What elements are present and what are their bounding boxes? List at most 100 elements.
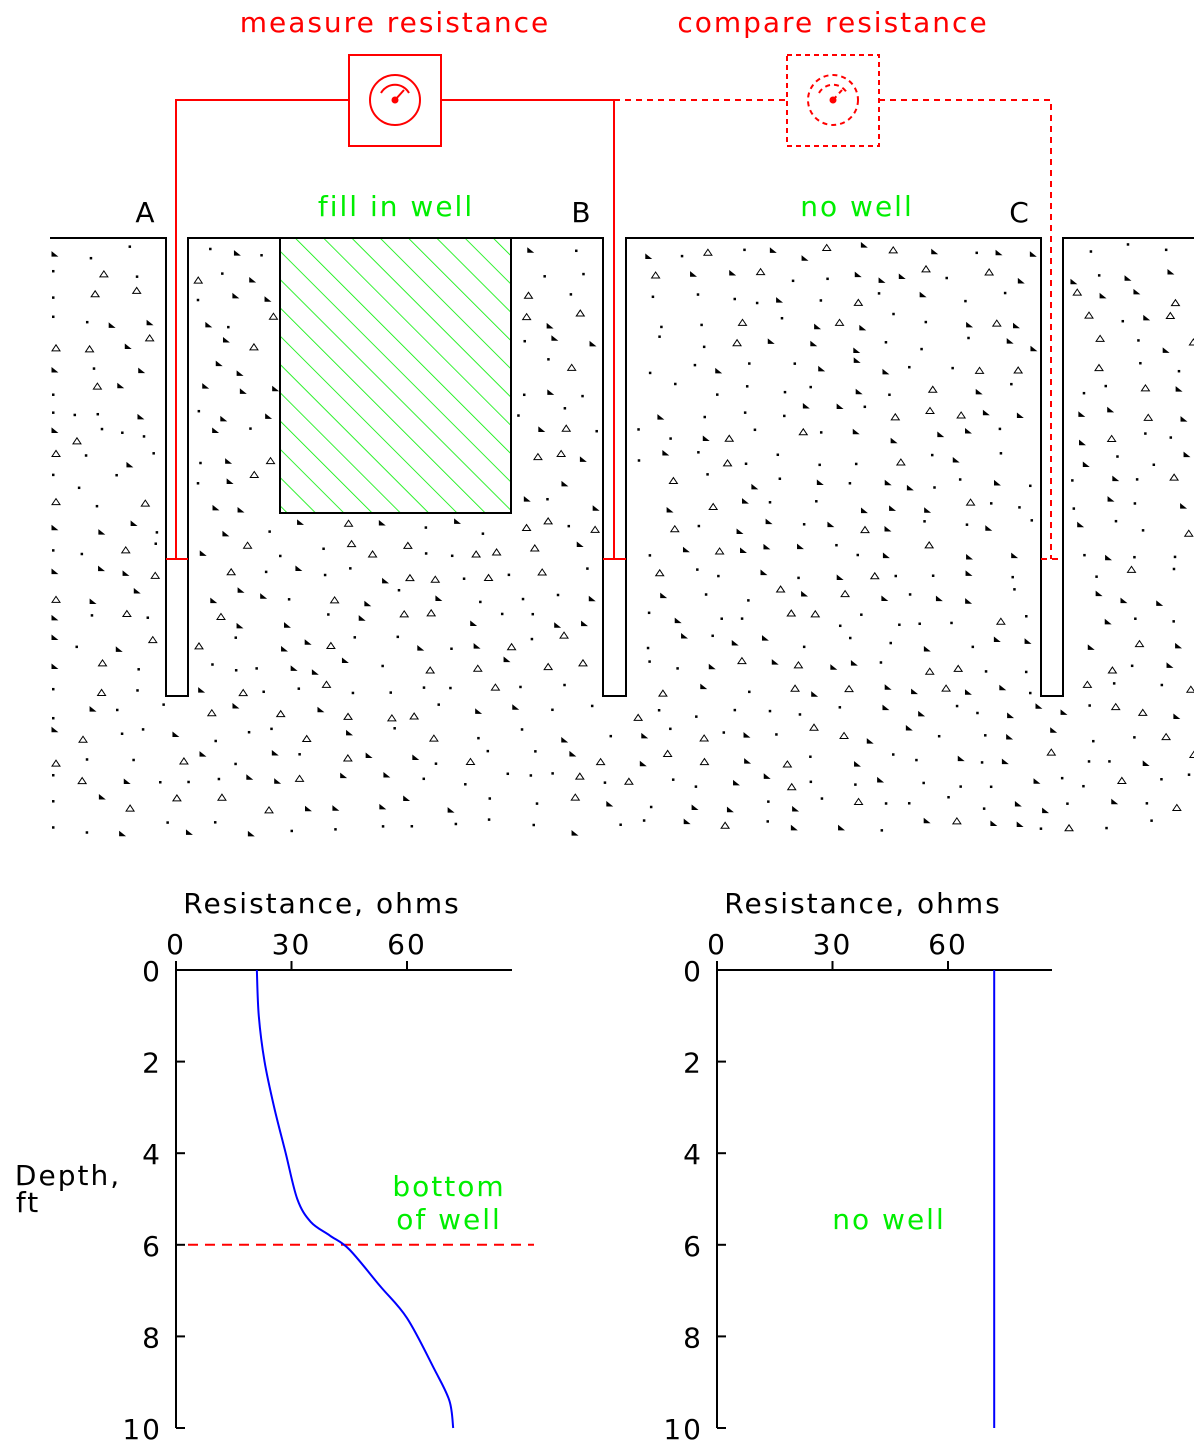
soil-grain <box>767 338 775 344</box>
soil-grain <box>1188 750 1194 758</box>
soil-grain <box>233 250 241 256</box>
soil-grain <box>96 688 107 696</box>
soil-grain <box>931 574 935 577</box>
soil-grain <box>854 462 858 466</box>
soil-grain <box>755 301 759 305</box>
soil-grain <box>780 316 784 320</box>
soil-grain <box>984 734 987 737</box>
soil-grain <box>78 735 88 743</box>
soil-grain <box>1173 555 1177 559</box>
soil-grain <box>85 320 89 324</box>
soil-grain <box>1064 823 1074 832</box>
x-tick-label: 30 <box>272 928 312 961</box>
soil-grain <box>690 271 697 277</box>
soil-grain <box>657 689 668 697</box>
soil-grain <box>272 385 280 392</box>
soil-grain <box>1095 590 1103 597</box>
soil-grain <box>581 620 588 627</box>
soil-grain <box>775 733 778 736</box>
soil-grain <box>279 554 282 558</box>
soil-grain <box>90 614 94 617</box>
soil-grain <box>1107 406 1115 413</box>
soil-grain <box>890 412 901 421</box>
soil-grain <box>786 782 797 791</box>
soil-grain <box>321 680 332 688</box>
soil-grain <box>422 777 426 781</box>
soil-grain <box>999 452 1003 455</box>
x-tick-label: 60 <box>387 928 427 961</box>
soil-grain <box>791 279 795 283</box>
soil-grain <box>965 598 973 604</box>
soil-grain <box>144 333 155 342</box>
soil-grain <box>1143 314 1151 321</box>
soil-grain <box>767 800 770 803</box>
soil-grain <box>736 656 747 665</box>
soil-grain <box>783 414 786 418</box>
soil-grain <box>472 664 483 672</box>
soil-grain <box>534 750 537 753</box>
soil-grain <box>1007 712 1015 719</box>
soil-grain <box>854 761 861 767</box>
well-b-label: B <box>571 196 592 229</box>
soil-grain <box>147 635 158 644</box>
soil-grain <box>249 470 260 479</box>
soil-grain <box>658 335 661 338</box>
soil-grain <box>1177 369 1181 373</box>
soil-grain <box>225 458 233 464</box>
soil-grain <box>768 709 772 713</box>
soil-grain <box>237 506 245 513</box>
soil-grain <box>839 731 849 740</box>
soil-grain <box>146 616 150 619</box>
soil-grain <box>860 613 863 616</box>
soil-grain <box>747 599 750 602</box>
soil-grain <box>152 452 155 455</box>
soil-grain <box>98 269 109 278</box>
soil-grain <box>397 588 401 592</box>
soil-grain <box>984 670 988 673</box>
soil-grain <box>700 683 708 690</box>
soil-grain <box>449 686 452 690</box>
soil-grain <box>132 758 135 762</box>
soil-grain <box>809 780 813 784</box>
soil-grain <box>137 413 145 420</box>
soil-grain <box>120 732 124 735</box>
soil-grain <box>124 343 132 350</box>
soil-grain <box>660 325 663 329</box>
soil-grain <box>860 507 868 514</box>
soil-grain <box>522 393 526 397</box>
soil-grain <box>1017 277 1025 284</box>
soil-grain <box>247 830 255 837</box>
soil-grain <box>424 552 428 555</box>
soil-grain <box>294 774 305 782</box>
soil-grain <box>1079 439 1086 446</box>
ohmmeter-icon <box>369 74 421 126</box>
soil-grain <box>708 663 716 670</box>
soil-grain <box>860 525 870 534</box>
soil-grain <box>90 289 101 298</box>
soil-grain <box>694 785 698 788</box>
soil-grain <box>836 403 844 410</box>
soil-grain <box>892 753 895 756</box>
soil-grain <box>1166 662 1174 668</box>
soil-grain <box>798 713 802 716</box>
soil-grain <box>958 478 962 481</box>
soil-grain <box>877 292 881 295</box>
bottom-of-well-label-line2: of well <box>396 1203 502 1236</box>
soil-grain <box>483 573 494 582</box>
soil-grain <box>810 340 818 347</box>
soil-grain <box>743 732 751 738</box>
soil-grain <box>889 641 892 645</box>
soil-grain <box>768 501 772 504</box>
x-tick-label: 0 <box>707 928 727 961</box>
soil-grain <box>802 402 810 409</box>
soil-grain <box>984 268 995 276</box>
soil-grain <box>783 390 787 394</box>
soil-grain <box>1161 732 1172 741</box>
soil-grain <box>115 473 118 477</box>
soil-grain <box>816 479 824 485</box>
soil-grain <box>226 478 234 484</box>
soil-grain <box>212 504 220 511</box>
soil-grain <box>255 667 258 670</box>
soil-grain <box>642 819 646 822</box>
soil-grain <box>475 708 483 714</box>
